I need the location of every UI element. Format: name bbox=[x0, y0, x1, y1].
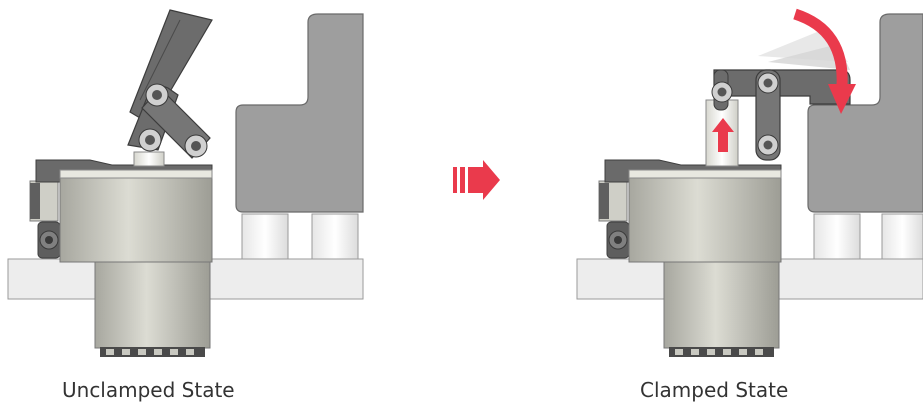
clamp-lower-body bbox=[663, 254, 780, 349]
workpiece-block bbox=[807, 13, 923, 213]
pivot-pin bbox=[145, 83, 169, 107]
pivot-pin bbox=[138, 128, 162, 152]
support-pad bbox=[241, 213, 289, 260]
pivot-pin bbox=[184, 134, 208, 158]
support-pad bbox=[311, 213, 359, 260]
pivot-pin bbox=[757, 72, 779, 94]
clamp-port-strip bbox=[669, 347, 774, 357]
pivot-pin bbox=[711, 81, 733, 103]
clamped-diagram bbox=[576, 8, 923, 357]
caption-unclamped: Unclamped State bbox=[62, 378, 235, 402]
curved-arrow-icon bbox=[793, 8, 856, 114]
clamp-main-body bbox=[628, 169, 782, 263]
clamp-arm-assembly bbox=[127, 9, 213, 167]
clamp-main-body bbox=[59, 169, 213, 263]
pivot-pin bbox=[757, 134, 779, 156]
piston-rod bbox=[705, 99, 739, 167]
clamp-port-strip bbox=[100, 347, 205, 357]
support-pad bbox=[881, 213, 923, 260]
support-pad bbox=[813, 213, 861, 260]
unclamped-diagram bbox=[7, 9, 364, 357]
clamp-arm-assembly bbox=[711, 69, 851, 161]
clamp-lower-body bbox=[94, 254, 211, 349]
right-arrow-icon bbox=[453, 160, 500, 200]
up-arrow-icon bbox=[712, 118, 734, 152]
caption-clamped: Clamped State bbox=[640, 378, 789, 402]
workpiece-block bbox=[235, 13, 364, 213]
